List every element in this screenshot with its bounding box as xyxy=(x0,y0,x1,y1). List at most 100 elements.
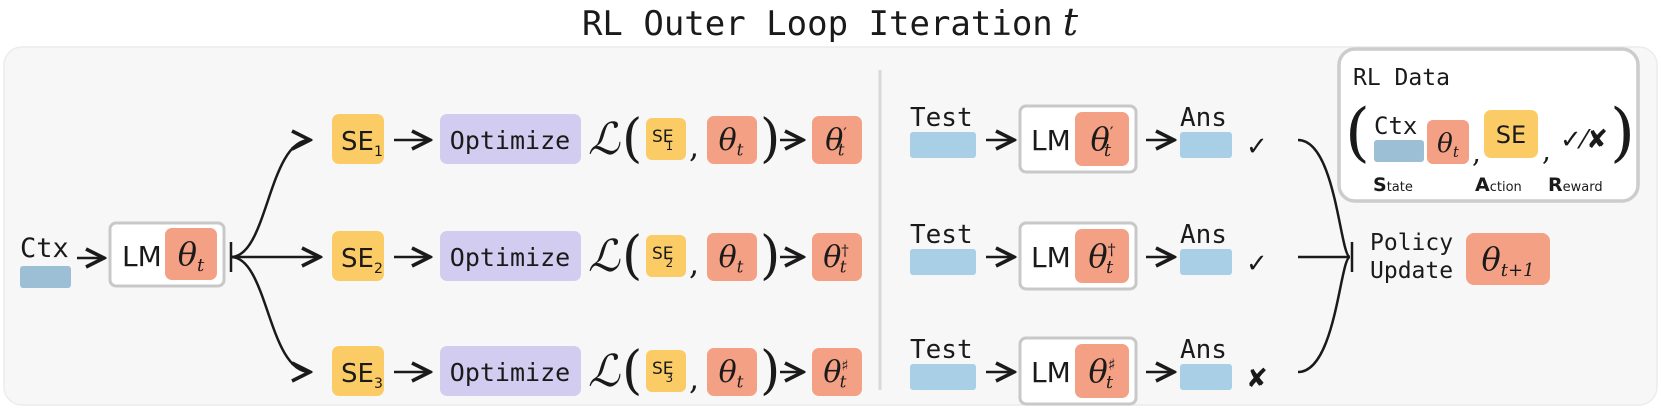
svg-text:,: , xyxy=(1542,134,1551,167)
test-theta-badge-2 xyxy=(1075,229,1129,283)
optimize-label-1: Optimize xyxy=(450,126,570,155)
answer-label-2: Ans xyxy=(1180,220,1227,250)
loss-se-badge-2 xyxy=(646,235,686,277)
svg-text:LM: LM xyxy=(1031,356,1071,389)
svg-text:SE3: SE3 xyxy=(652,359,674,385)
updated-theta-badge-3 xyxy=(812,348,862,396)
svg-text:Update: Update xyxy=(1370,258,1453,284)
svg-text:(: ( xyxy=(622,109,642,169)
optimize-badge-1 xyxy=(440,114,581,164)
test-label-2: Test xyxy=(910,220,973,250)
test-theta-badge-1 xyxy=(1075,112,1129,166)
se-badge-3 xyxy=(332,346,384,396)
se-badge-2 xyxy=(332,231,384,281)
test-label-3: Test xyxy=(910,335,973,365)
legend-action-label: Action xyxy=(1475,174,1522,196)
legend-title: RL Data xyxy=(1353,65,1450,91)
optimize-badge-2 xyxy=(440,231,581,281)
svg-text:θ♯t: θ♯t xyxy=(1088,352,1115,393)
test-block-3 xyxy=(910,364,976,390)
se-badge-1 xyxy=(332,114,384,164)
svg-text:SE2: SE2 xyxy=(652,244,674,270)
svg-text:θ′t: θ′t xyxy=(825,123,847,159)
loss-theta-badge-3 xyxy=(707,348,757,396)
check-icon-2: ✓ xyxy=(1246,249,1268,279)
rl-data-legend: RL Data ( Ctx θt , SE , ✓⁄✘ ) State Acti… xyxy=(1337,47,1640,203)
svg-text:LM: LM xyxy=(122,240,162,273)
loss-symbol-1: ℒ xyxy=(588,114,621,165)
test-block-1 xyxy=(910,132,976,158)
policy-update: Policy Update θt+1 xyxy=(1370,230,1550,285)
legend-ctx-block xyxy=(1374,140,1424,162)
svg-text:,: , xyxy=(689,127,699,165)
svg-text:θt+1: θt+1 xyxy=(1481,240,1534,281)
answer-block-2 xyxy=(1180,249,1232,275)
loss-se-badge-1 xyxy=(646,118,686,160)
loss-theta-badge-1 xyxy=(707,116,757,164)
test-label-1: Test xyxy=(910,103,973,133)
svg-text:SE1: SE1 xyxy=(341,127,383,160)
svg-text:): ) xyxy=(760,109,780,169)
test-theta-badge-3 xyxy=(1075,344,1129,398)
test-block-2 xyxy=(910,249,976,275)
optimize-label-2: Optimize xyxy=(450,243,570,272)
answer-label-3: Ans xyxy=(1180,335,1227,365)
legend-ctx-label: Ctx xyxy=(1374,112,1417,140)
svg-text:LM: LM xyxy=(1031,241,1071,274)
context-block xyxy=(20,266,71,288)
answer-block-3 xyxy=(1180,364,1232,390)
svg-text:,: , xyxy=(689,244,699,282)
loss-symbol-3: ℒ xyxy=(588,346,621,397)
answer-block-1 xyxy=(1180,132,1232,158)
branch-row-2: SE2 Optimize ℒ( SE2, θt) θ†t xyxy=(332,226,862,286)
legend-reward-label: Reward xyxy=(1548,174,1603,196)
svg-text:SE1: SE1 xyxy=(652,127,674,153)
svg-text:θt: θt xyxy=(1437,129,1460,161)
optimize-label-3: Optimize xyxy=(450,358,570,387)
svg-text:θt: θt xyxy=(178,235,205,276)
branch-row-3: SE3 Optimize ℒ( SE3, θt) θ♯t xyxy=(332,341,862,401)
answer-label-1: Ans xyxy=(1180,103,1227,133)
svg-text:LM: LM xyxy=(1031,124,1071,157)
check-icon-1: ✓ xyxy=(1246,132,1268,162)
svg-text:,: , xyxy=(689,359,699,397)
updated-theta-badge-1 xyxy=(812,116,862,164)
svg-text:): ) xyxy=(760,226,780,286)
fan-out-arrows xyxy=(229,140,320,372)
svg-text:θ′t: θ′t xyxy=(1091,120,1114,161)
cross-icon-3: ✘ xyxy=(1246,364,1268,394)
svg-text:): ) xyxy=(760,341,780,401)
legend-open-paren: ( xyxy=(1345,96,1370,170)
loss-theta-badge-2 xyxy=(707,233,757,281)
loss-symbol-2: ℒ xyxy=(588,231,621,282)
legend-se-badge xyxy=(1484,110,1538,158)
optimize-badge-3 xyxy=(440,346,581,396)
svg-text:SE3: SE3 xyxy=(341,359,383,392)
legend-state-label: State xyxy=(1373,174,1413,196)
legend-theta-badge xyxy=(1427,120,1469,164)
legend-reward-symbol: ✓⁄✘ xyxy=(1560,125,1608,155)
svg-text:,: , xyxy=(1472,136,1481,169)
loss-se-badge-3 xyxy=(646,350,686,392)
svg-text:Policy: Policy xyxy=(1370,230,1453,256)
svg-text:θ†t: θ†t xyxy=(1088,237,1115,278)
svg-text:(: ( xyxy=(622,341,642,401)
updated-theta-badge-2 xyxy=(812,233,862,281)
context-label: Ctx xyxy=(20,233,69,264)
theta-next-badge xyxy=(1466,233,1550,285)
fan-in-arrows xyxy=(1297,138,1354,374)
svg-text:θt: θt xyxy=(719,240,744,276)
svg-text:θ†t: θ†t xyxy=(823,240,849,276)
svg-text:θ♯t: θ♯t xyxy=(823,355,848,391)
svg-text:(: ( xyxy=(622,226,642,286)
svg-text:θt: θt xyxy=(719,355,744,391)
base-lm-box: LM θt xyxy=(108,221,226,288)
legend-close-paren: ) xyxy=(1610,96,1635,170)
svg-text:SE2: SE2 xyxy=(341,244,383,277)
